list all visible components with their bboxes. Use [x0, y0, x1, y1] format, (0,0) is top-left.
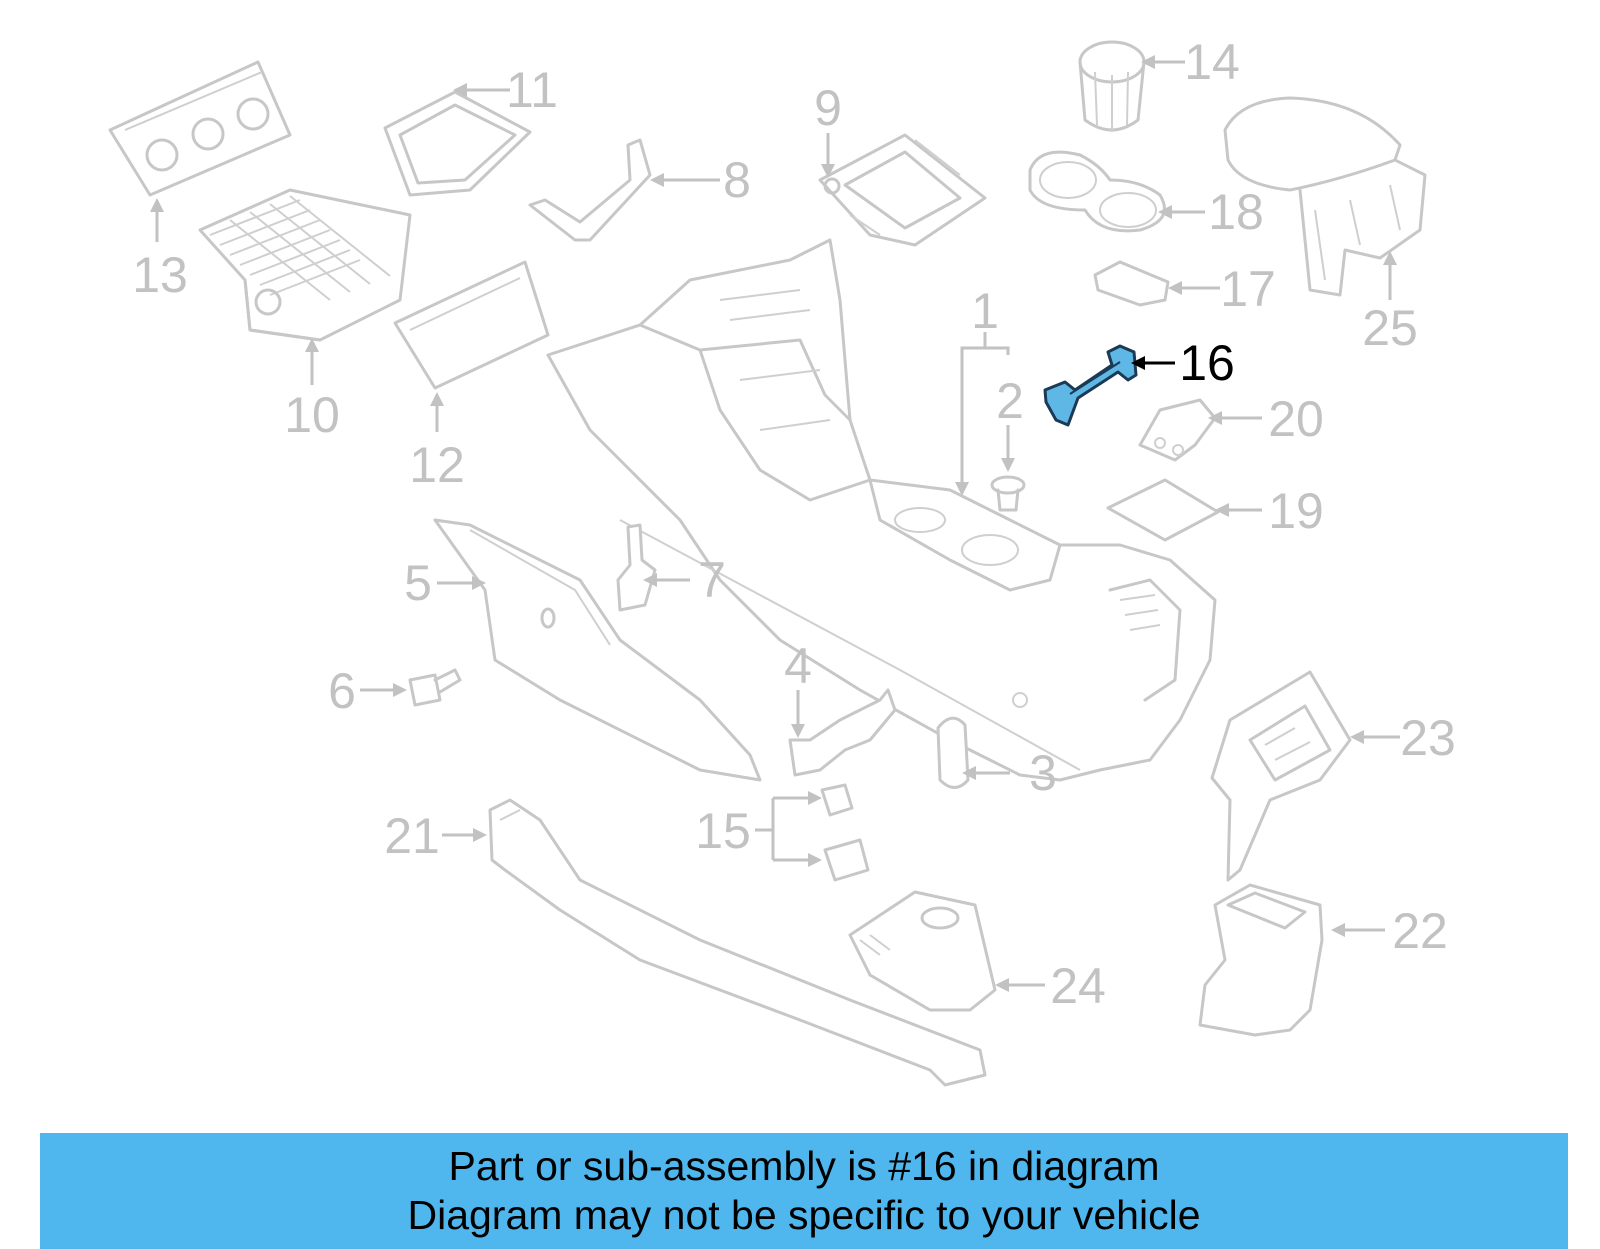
part-20-bracket: [1138, 398, 1217, 462]
part-12-lid: [393, 260, 550, 390]
part-1-center-console: [546, 238, 1217, 782]
part-6-screw: [408, 668, 462, 707]
callout-8: 8: [723, 152, 751, 208]
part-5-side-trim: [433, 518, 762, 782]
callout-7: 7: [698, 552, 726, 608]
callout-13: 13: [132, 247, 188, 303]
part-11-bin: [383, 90, 532, 197]
callout-4: 4: [784, 638, 812, 694]
callout-1: 1: [971, 283, 999, 339]
callout-3: 3: [1029, 745, 1057, 801]
callout-25: 25: [1362, 300, 1418, 356]
part-23-rear-vent: [1210, 670, 1352, 882]
part-21-duct: [488, 798, 987, 1087]
callout-2: 2: [996, 373, 1024, 429]
part-24-shifter-housing: [848, 890, 997, 1012]
callout-14: 14: [1184, 34, 1240, 90]
callout-arrowheads: [150, 55, 1397, 992]
part-2-clip: [990, 475, 1026, 512]
part-13-switch-panel: [108, 60, 292, 197]
part-25-armrest: [1223, 96, 1427, 297]
banner-line-disclaimer: Diagram may not be specific to your vehi…: [407, 1192, 1201, 1238]
part-3-plug: [936, 716, 970, 789]
callout-22: 22: [1392, 903, 1448, 959]
part-9-insert: [818, 133, 987, 247]
callout-9: 9: [814, 80, 842, 136]
callout-16-arrowhead: [1131, 356, 1145, 370]
part-8-bracket: [528, 138, 652, 242]
part-18-cup-mat: [1028, 150, 1166, 233]
part-19-pad: [1106, 478, 1220, 542]
callout-11: 11: [506, 62, 558, 118]
part-7-bracket: [616, 523, 657, 612]
callout-10: 10: [284, 387, 340, 443]
part-16-highlighted-bracket: [1043, 344, 1138, 427]
callout-5: 5: [404, 555, 432, 611]
banner-line-part-number: Part or sub-assembly is #16 in diagram: [448, 1143, 1160, 1189]
part-17-cover: [1093, 260, 1170, 307]
callout-12: 12: [409, 437, 465, 493]
callout-24: 24: [1050, 958, 1106, 1014]
callout-23: 23: [1400, 710, 1456, 766]
info-banner: Part or sub-assembly is #16 in diagram D…: [40, 1133, 1568, 1249]
part-14-cup-insert: [1078, 40, 1146, 132]
part-4-bracket: [788, 688, 897, 777]
callout-6: 6: [328, 663, 356, 719]
callout-20: 20: [1268, 391, 1324, 447]
part-10-storage-tray: [198, 188, 412, 342]
callout-leaders: [155, 60, 1400, 987]
callout-21: 21: [384, 808, 440, 864]
callout-19: 19: [1268, 483, 1324, 539]
callout-18: 18: [1208, 184, 1264, 240]
part-15-switches: [820, 783, 870, 882]
callout-15: 15: [695, 803, 751, 859]
callout-17: 17: [1220, 261, 1276, 317]
callout-16: 16: [1179, 335, 1235, 391]
part-22-rear-duct: [1198, 883, 1324, 1037]
